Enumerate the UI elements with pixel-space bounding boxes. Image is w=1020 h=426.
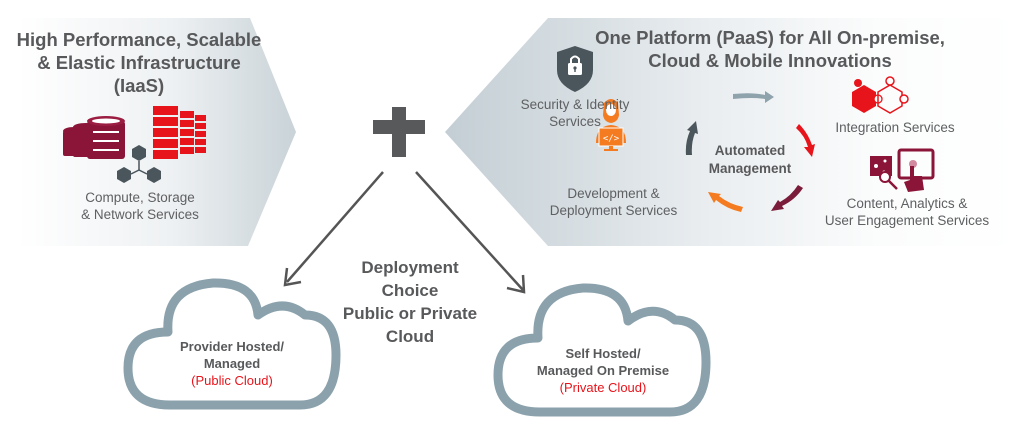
service-line: Services [549,114,601,129]
security-identity-services-label: Security & Identity Services [500,96,650,130]
content-analytics-services-label: Content, Analytics & User Engagement Ser… [812,195,1002,229]
cycle-arrow-slate [685,121,698,155]
iaas-title-line: (IaaS) [113,75,165,96]
plus-icon [373,107,425,157]
arrow-to-public-cloud [283,171,384,287]
server-rack-icon [153,106,206,159]
iaas-title-line: & Elastic Infrastructure [37,52,241,73]
network-hexagon-icon [117,145,161,183]
private-cloud-subtitle: (Private Cloud) [559,380,647,395]
public-cloud-subtitle: (Public Cloud) [191,373,273,388]
public-cloud-label: Provider Hosted/ Managed (Public Cloud) [152,338,312,389]
automated-management-label: Automated Management [695,142,805,178]
service-line: Development & [567,186,660,201]
analytics-tablet-icon [870,148,935,192]
cycle-arrow-orange [708,192,743,212]
shield-lock-icon [557,46,593,92]
cycle-arrow-burgundy [771,185,803,211]
service-line: Deployment Services [549,203,678,218]
service-line: User Engagement Services [824,213,990,228]
cycle-center-line: Automated [714,143,786,158]
iaas-title: High Performance, Scalable & Elastic Inf… [8,28,270,97]
iaas-services-label: Compute, Storage & Network Services [55,189,225,223]
cloud-line: Managed [203,356,261,371]
cycle-center-line: Management [708,161,792,176]
cloud-line: Provider Hosted/ [179,339,285,354]
iaas-services-line: Compute, Storage [85,190,195,205]
public-cloud-shape [123,278,341,410]
paas-title-line: One Platform (PaaS) for All On-premise, [595,27,945,48]
deployment-line: Deployment [361,258,459,277]
puzzle-icon [852,76,909,114]
deployment-line: Choice [381,281,439,300]
integration-services-label: Integration Services [820,119,970,136]
cycle-arrow-gray [733,91,774,103]
deployment-line: Public or Private [342,304,478,323]
paas-title-line: Cloud & Mobile Innovations [648,50,892,71]
service-line: Integration Services [835,120,955,135]
iaas-services-line: & Network Services [81,207,199,222]
cycle-arrows [685,91,815,212]
cycle-arrow-red [796,124,815,157]
cloud-line: Managed On Premise [536,363,670,378]
private-cloud-shape [493,283,711,417]
paas-title: One Platform (PaaS) for All On-premise, … [570,26,970,72]
svg-text:</>: </> [603,134,620,144]
deployment-choice-label: Deployment Choice Public or Private Clou… [318,256,502,348]
private-cloud-label: Self Hosted/ Managed On Premise (Private… [518,345,688,396]
arrow-to-private-cloud [415,171,526,294]
development-deployment-services-label: Development & Deployment Services [536,185,691,219]
service-line: Content, Analytics & [846,196,968,211]
deployment-line: Cloud [385,327,435,346]
database-stack-icon [63,116,125,159]
developer-icon: </> [596,99,626,151]
service-line: Security & Identity [520,97,630,112]
iaas-title-line: High Performance, Scalable [16,29,262,50]
cloud-line: Self Hosted/ [565,346,641,361]
